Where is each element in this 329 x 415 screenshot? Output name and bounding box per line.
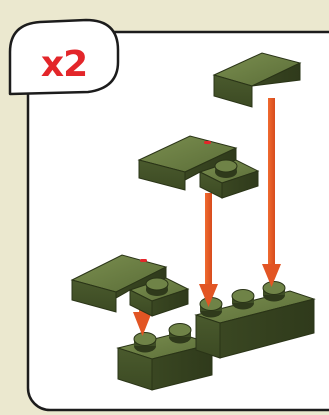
stud	[215, 160, 237, 178]
orientation-mark	[204, 141, 211, 144]
stud	[263, 282, 285, 302]
stud	[232, 290, 254, 310]
stud	[146, 278, 168, 296]
orientation-mark	[140, 259, 147, 262]
stud	[169, 324, 191, 344]
multiplier-badge: x2	[10, 20, 118, 94]
stud	[134, 333, 156, 353]
multiplier-label: x2	[41, 44, 87, 85]
